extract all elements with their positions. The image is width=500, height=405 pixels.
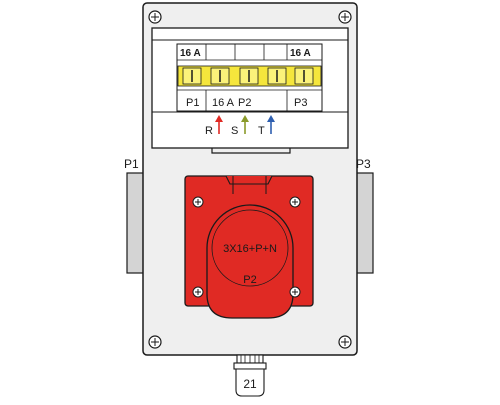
- breaker-rating-left: 16 A: [180, 48, 201, 59]
- breaker-label-p2: P2: [238, 97, 251, 109]
- enclosure-screw-icon: [148, 10, 162, 24]
- enclosure-screw-icon: [338, 335, 352, 349]
- breaker-rating-middle: 16 A: [212, 97, 235, 109]
- phase-label-t: T: [258, 125, 265, 137]
- phase-arrowhead-s-icon: [241, 115, 249, 122]
- breaker-label-p1: P1: [186, 97, 199, 109]
- cee-socket: [184, 175, 314, 319]
- gland-number: 21: [243, 377, 257, 391]
- socket-screw-icon: [192, 196, 204, 208]
- socket-screw-icon: [289, 286, 301, 298]
- breaker-label-p3: P3: [294, 97, 307, 109]
- phase-label-r: R: [205, 125, 213, 137]
- breaker-panel: [151, 27, 349, 154]
- cable-gland: [233, 354, 267, 397]
- phase-arrowhead-r-icon: [215, 115, 223, 122]
- socket-screw-icon: [289, 196, 301, 208]
- socket-screw-icon: [192, 286, 204, 298]
- breaker-rating-right: 16 A: [290, 48, 311, 59]
- side-label-left: P1: [124, 157, 139, 171]
- phase-label-s: S: [231, 125, 238, 137]
- socket-spec: 3X16+P+N: [223, 243, 277, 255]
- enclosure-screw-icon: [338, 10, 352, 24]
- socket-label: P2: [243, 274, 256, 286]
- enclosure-screw-icon: [148, 335, 162, 349]
- side-label-right: P3: [356, 157, 371, 171]
- phase-arrowhead-t-icon: [267, 115, 275, 122]
